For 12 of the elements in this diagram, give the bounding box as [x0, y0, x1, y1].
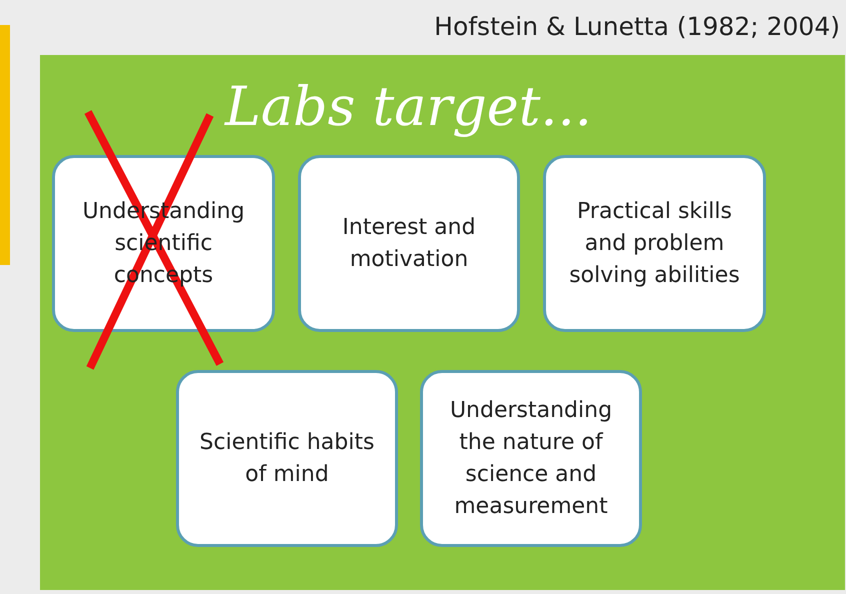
citation: Hofstein & Lunetta (1982; 2004): [434, 12, 840, 41]
box-text: Understanding the nature of science and measurement: [448, 396, 614, 520]
paper-panel: [40, 55, 845, 590]
rounded-box: [420, 370, 642, 547]
rounded-box: [52, 155, 275, 332]
box-text: Scientific habits of mind: [198, 428, 376, 488]
panel-heading: Labs target...: [225, 75, 592, 138]
box-text: Interest and motivation: [341, 214, 477, 274]
rounded-box: [298, 155, 520, 332]
rounded-box: [543, 155, 766, 332]
rounded-box: [176, 370, 398, 547]
box-text: Practical skills and problem solving abilities: [568, 198, 741, 290]
